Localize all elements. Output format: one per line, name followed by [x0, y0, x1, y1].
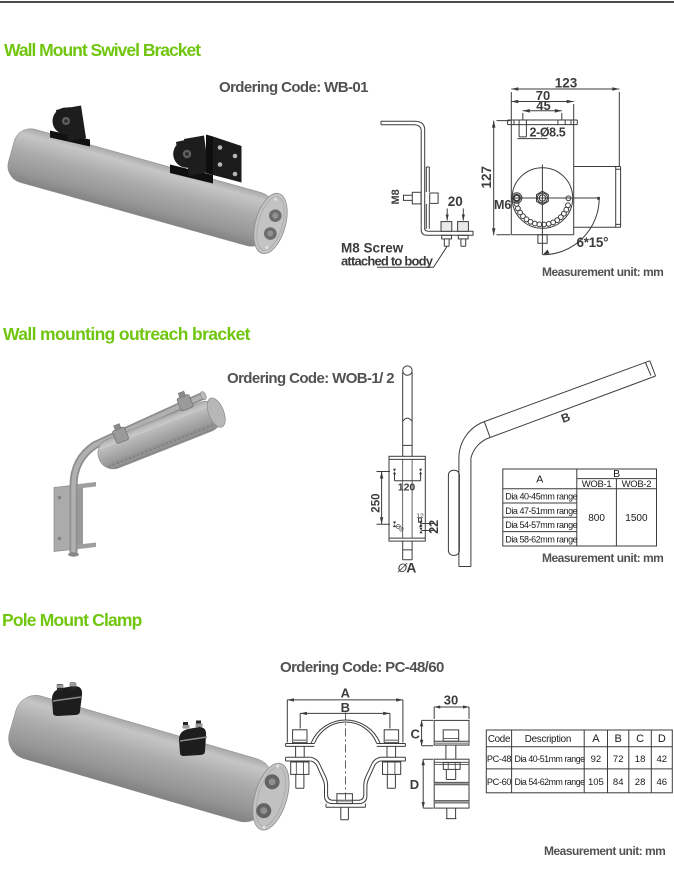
svg-text:2-Ø8.5: 2-Ø8.5 [530, 125, 566, 139]
svg-text:D: D [410, 777, 419, 792]
svg-text:M8 Screw: M8 Screw [341, 241, 404, 256]
svg-text:A: A [592, 733, 600, 745]
svg-text:C: C [411, 727, 421, 742]
svg-text:22: 22 [427, 520, 441, 534]
svg-text:A: A [536, 474, 543, 486]
svg-text:Dia 47-51mm range: Dia 47-51mm range [505, 506, 577, 516]
svg-text:18: 18 [635, 754, 646, 765]
svg-text:84: 84 [613, 777, 624, 788]
svg-text:Code: Code [488, 734, 511, 745]
svg-text:12: 12 [416, 513, 424, 520]
svg-text:D: D [658, 733, 666, 745]
svg-text:92: 92 [591, 754, 602, 765]
svg-text:Ø8: Ø8 [394, 523, 405, 534]
svg-text:120: 120 [398, 482, 416, 494]
svg-text:Description: Description [525, 734, 571, 745]
svg-text:Dia 40-45mm range: Dia 40-45mm range [505, 492, 577, 502]
svg-text:M8: M8 [390, 189, 402, 204]
svg-text:6*15°: 6*15° [577, 235, 609, 250]
svg-text:Dia 54-57mm range: Dia 54-57mm range [505, 520, 577, 530]
svg-text:28: 28 [635, 777, 646, 788]
svg-text:123: 123 [555, 76, 578, 91]
svg-text:B: B [341, 700, 350, 715]
svg-text:WOB-2: WOB-2 [622, 479, 652, 490]
svg-text:800: 800 [588, 513, 605, 524]
svg-text:45: 45 [536, 98, 550, 113]
svg-text:B: B [613, 468, 620, 480]
svg-text:B: B [615, 733, 622, 745]
svg-text:105: 105 [588, 777, 604, 788]
svg-text:WOB-1: WOB-1 [582, 479, 612, 490]
svg-text:Dia 40-51mm range: Dia 40-51mm range [515, 754, 586, 764]
svg-text:127: 127 [479, 166, 494, 189]
svg-text:46: 46 [657, 777, 668, 788]
svg-text:30: 30 [444, 693, 458, 708]
svg-text:20: 20 [448, 194, 463, 209]
svg-text:Dia 58-62mm range: Dia 58-62mm range [505, 535, 577, 545]
svg-text:M6: M6 [494, 198, 511, 212]
svg-text:1500: 1500 [625, 513, 648, 524]
svg-text:C: C [636, 733, 644, 745]
svg-text:PC-48: PC-48 [487, 754, 512, 764]
svg-text:attached to body: attached to body [341, 254, 434, 269]
svg-text:B: B [559, 410, 572, 426]
svg-text:PC-60: PC-60 [487, 777, 512, 787]
svg-text:250: 250 [371, 494, 383, 513]
svg-text:72: 72 [613, 754, 624, 765]
svg-text:Ø: Ø [397, 561, 408, 575]
svg-text:42: 42 [657, 754, 668, 765]
svg-text:A: A [406, 559, 416, 575]
svg-text:70: 70 [536, 88, 550, 103]
svg-text:Dia 54-62mm range: Dia 54-62mm range [515, 777, 586, 787]
svg-text:A: A [341, 686, 351, 701]
